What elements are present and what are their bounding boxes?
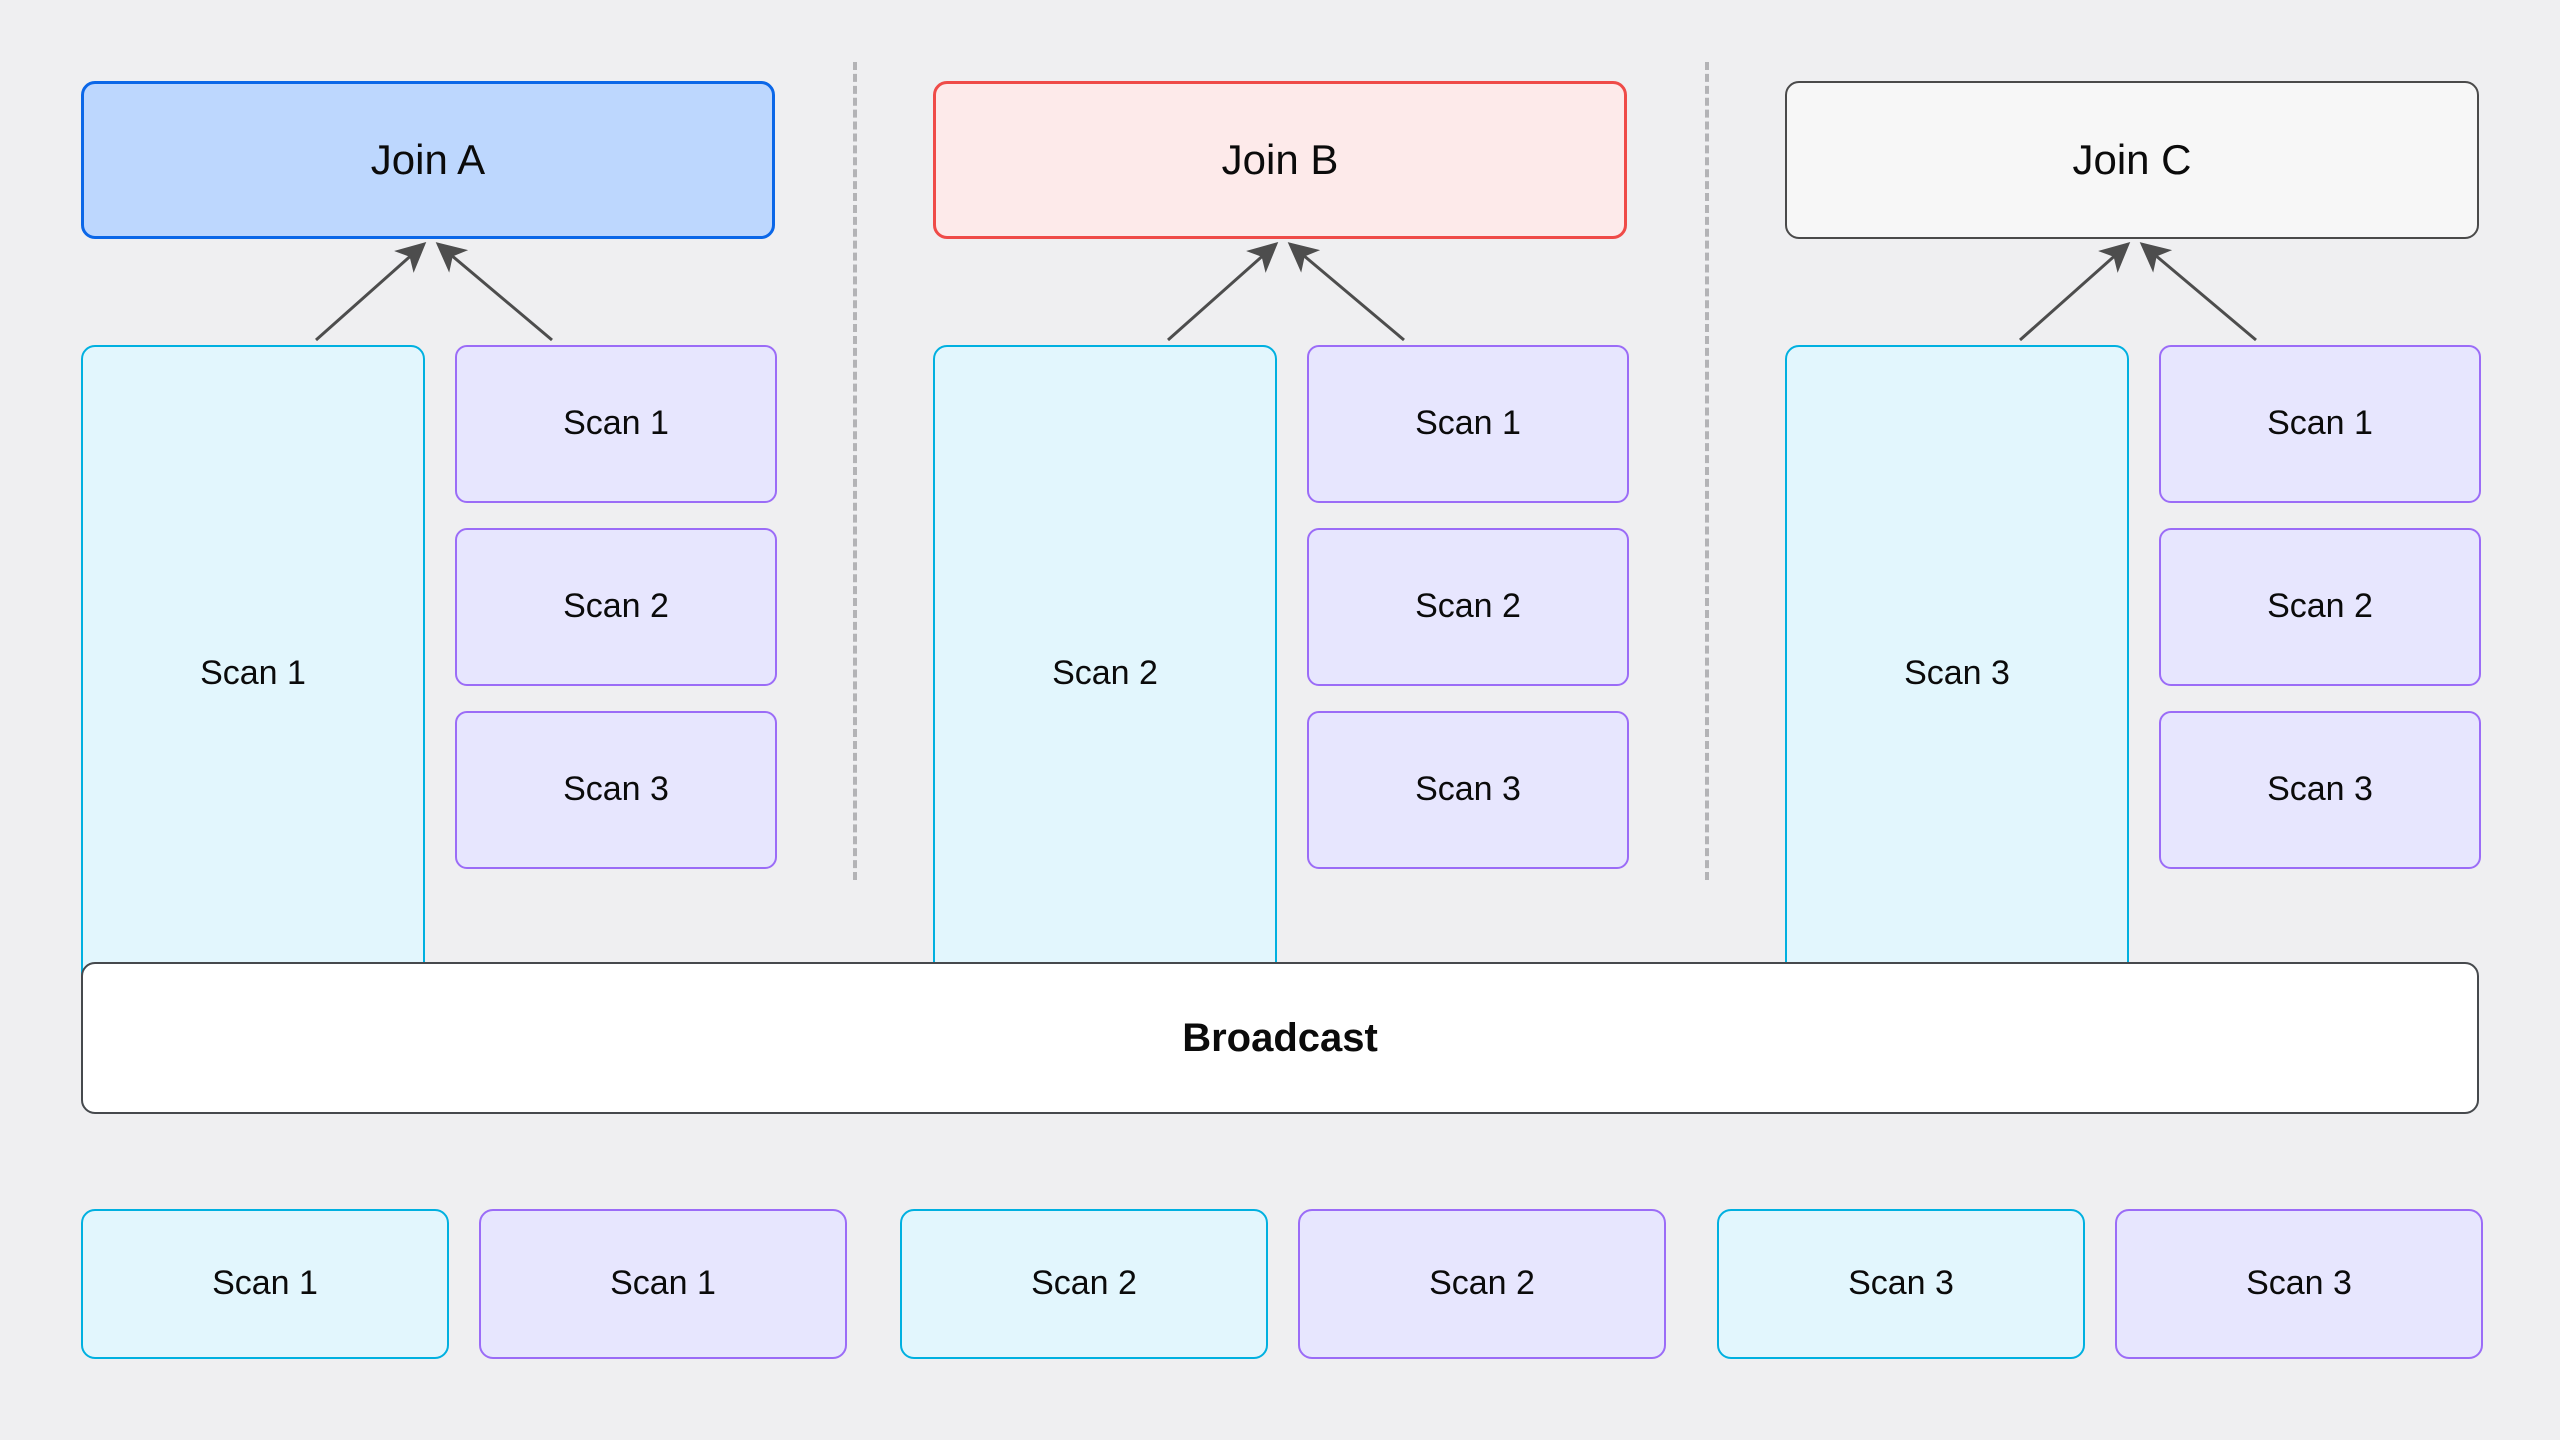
source-scan-3-cyan[interactable]: Scan 3 (1717, 1209, 2085, 1359)
edge-build-to-join-c (2019, 242, 2131, 342)
probe-scan-c-2[interactable]: Scan 2 (2159, 528, 2481, 686)
probe-scan-b-2[interactable]: Scan 2 (1307, 528, 1629, 686)
build-scan-b[interactable]: Scan 2 (933, 345, 1277, 1003)
join-node-a[interactable]: Join A (81, 81, 775, 239)
source-scan-2-cyan[interactable]: Scan 2 (900, 1209, 1268, 1359)
edge-build-to-join-b (1167, 242, 1279, 342)
probe-scan-a-2[interactable]: Scan 2 (455, 528, 777, 686)
join-node-b[interactable]: Join B (933, 81, 1627, 239)
group-divider-1 (853, 62, 857, 880)
group-divider-2 (1705, 62, 1709, 880)
build-scan-a[interactable]: Scan 1 (81, 345, 425, 1003)
probe-scan-a-3[interactable]: Scan 3 (455, 711, 777, 869)
source-scan-3-purple[interactable]: Scan 3 (2115, 1209, 2483, 1359)
edge-probe-to-join-c (2139, 242, 2257, 342)
probe-scan-b-3[interactable]: Scan 3 (1307, 711, 1629, 869)
probe-scan-c-1[interactable]: Scan 1 (2159, 345, 2481, 503)
source-scan-1-purple[interactable]: Scan 1 (479, 1209, 847, 1359)
source-scan-1-cyan[interactable]: Scan 1 (81, 1209, 449, 1359)
probe-scan-b-1[interactable]: Scan 1 (1307, 345, 1629, 503)
probe-scan-a-1[interactable]: Scan 1 (455, 345, 777, 503)
join-node-c[interactable]: Join C (1785, 81, 2479, 239)
edge-build-to-join-a (315, 242, 427, 342)
broadcast-node[interactable]: Broadcast (81, 962, 2479, 1114)
source-scan-2-purple[interactable]: Scan 2 (1298, 1209, 1666, 1359)
build-scan-c[interactable]: Scan 3 (1785, 345, 2129, 1003)
probe-scan-c-3[interactable]: Scan 3 (2159, 711, 2481, 869)
edge-probe-to-join-b (1287, 242, 1405, 342)
edge-probe-to-join-a (435, 242, 553, 342)
